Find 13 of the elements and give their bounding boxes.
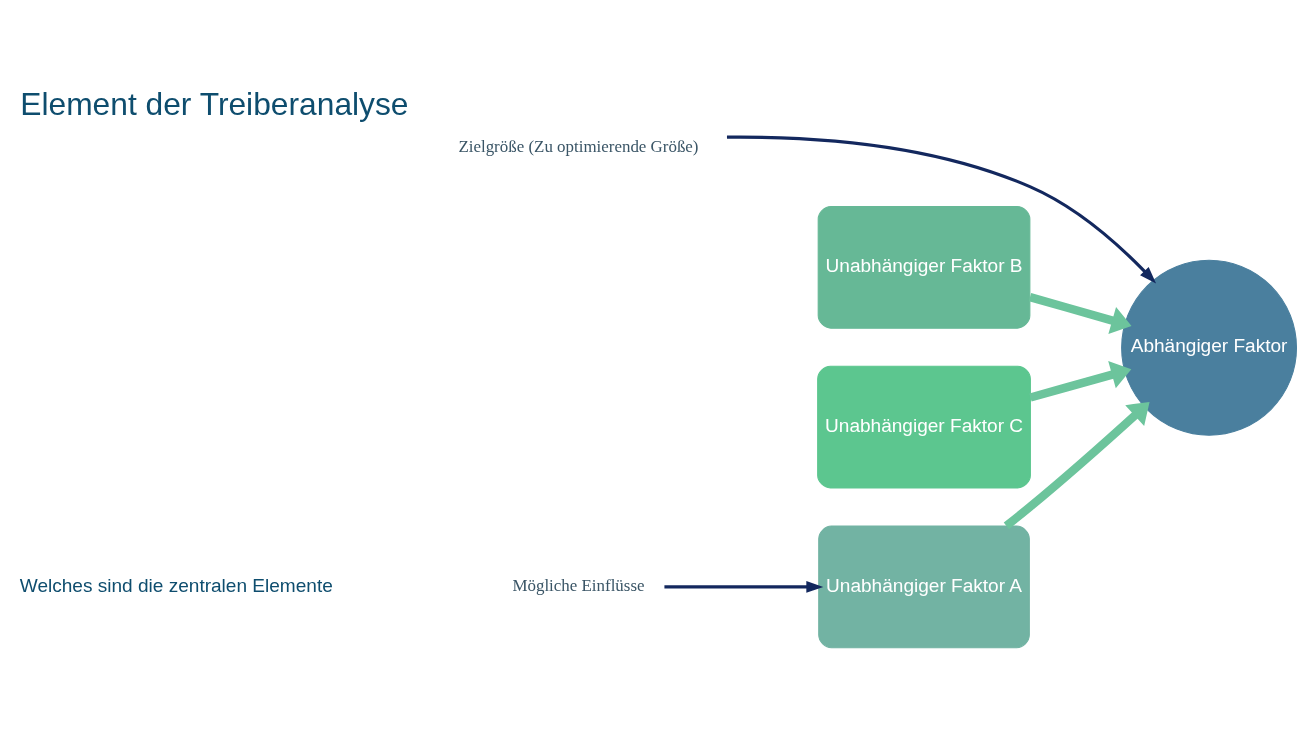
- node-box: Unabhängiger Faktor B: [817, 205, 1031, 329]
- diagram-title: Element der Treiberanalyse: [20, 85, 409, 122]
- node-box: Unabhängiger Faktor C: [817, 365, 1031, 488]
- arrow: [1003, 401, 1150, 529]
- arrow: [1029, 360, 1132, 402]
- node-text: Zielgröße (Zu optimierende Größe): [458, 136, 699, 156]
- node-box: Unabhängiger Faktor A: [818, 525, 1030, 648]
- arrow: [726, 135, 1157, 283]
- node-circle: Abhängiger Faktor: [1121, 259, 1298, 436]
- arrow: [664, 580, 824, 593]
- arrow: [1028, 292, 1132, 334]
- node-text: Mögliche Einflüsse: [512, 575, 645, 595]
- label: Welches sind die zentralen Elemente: [19, 574, 333, 596]
